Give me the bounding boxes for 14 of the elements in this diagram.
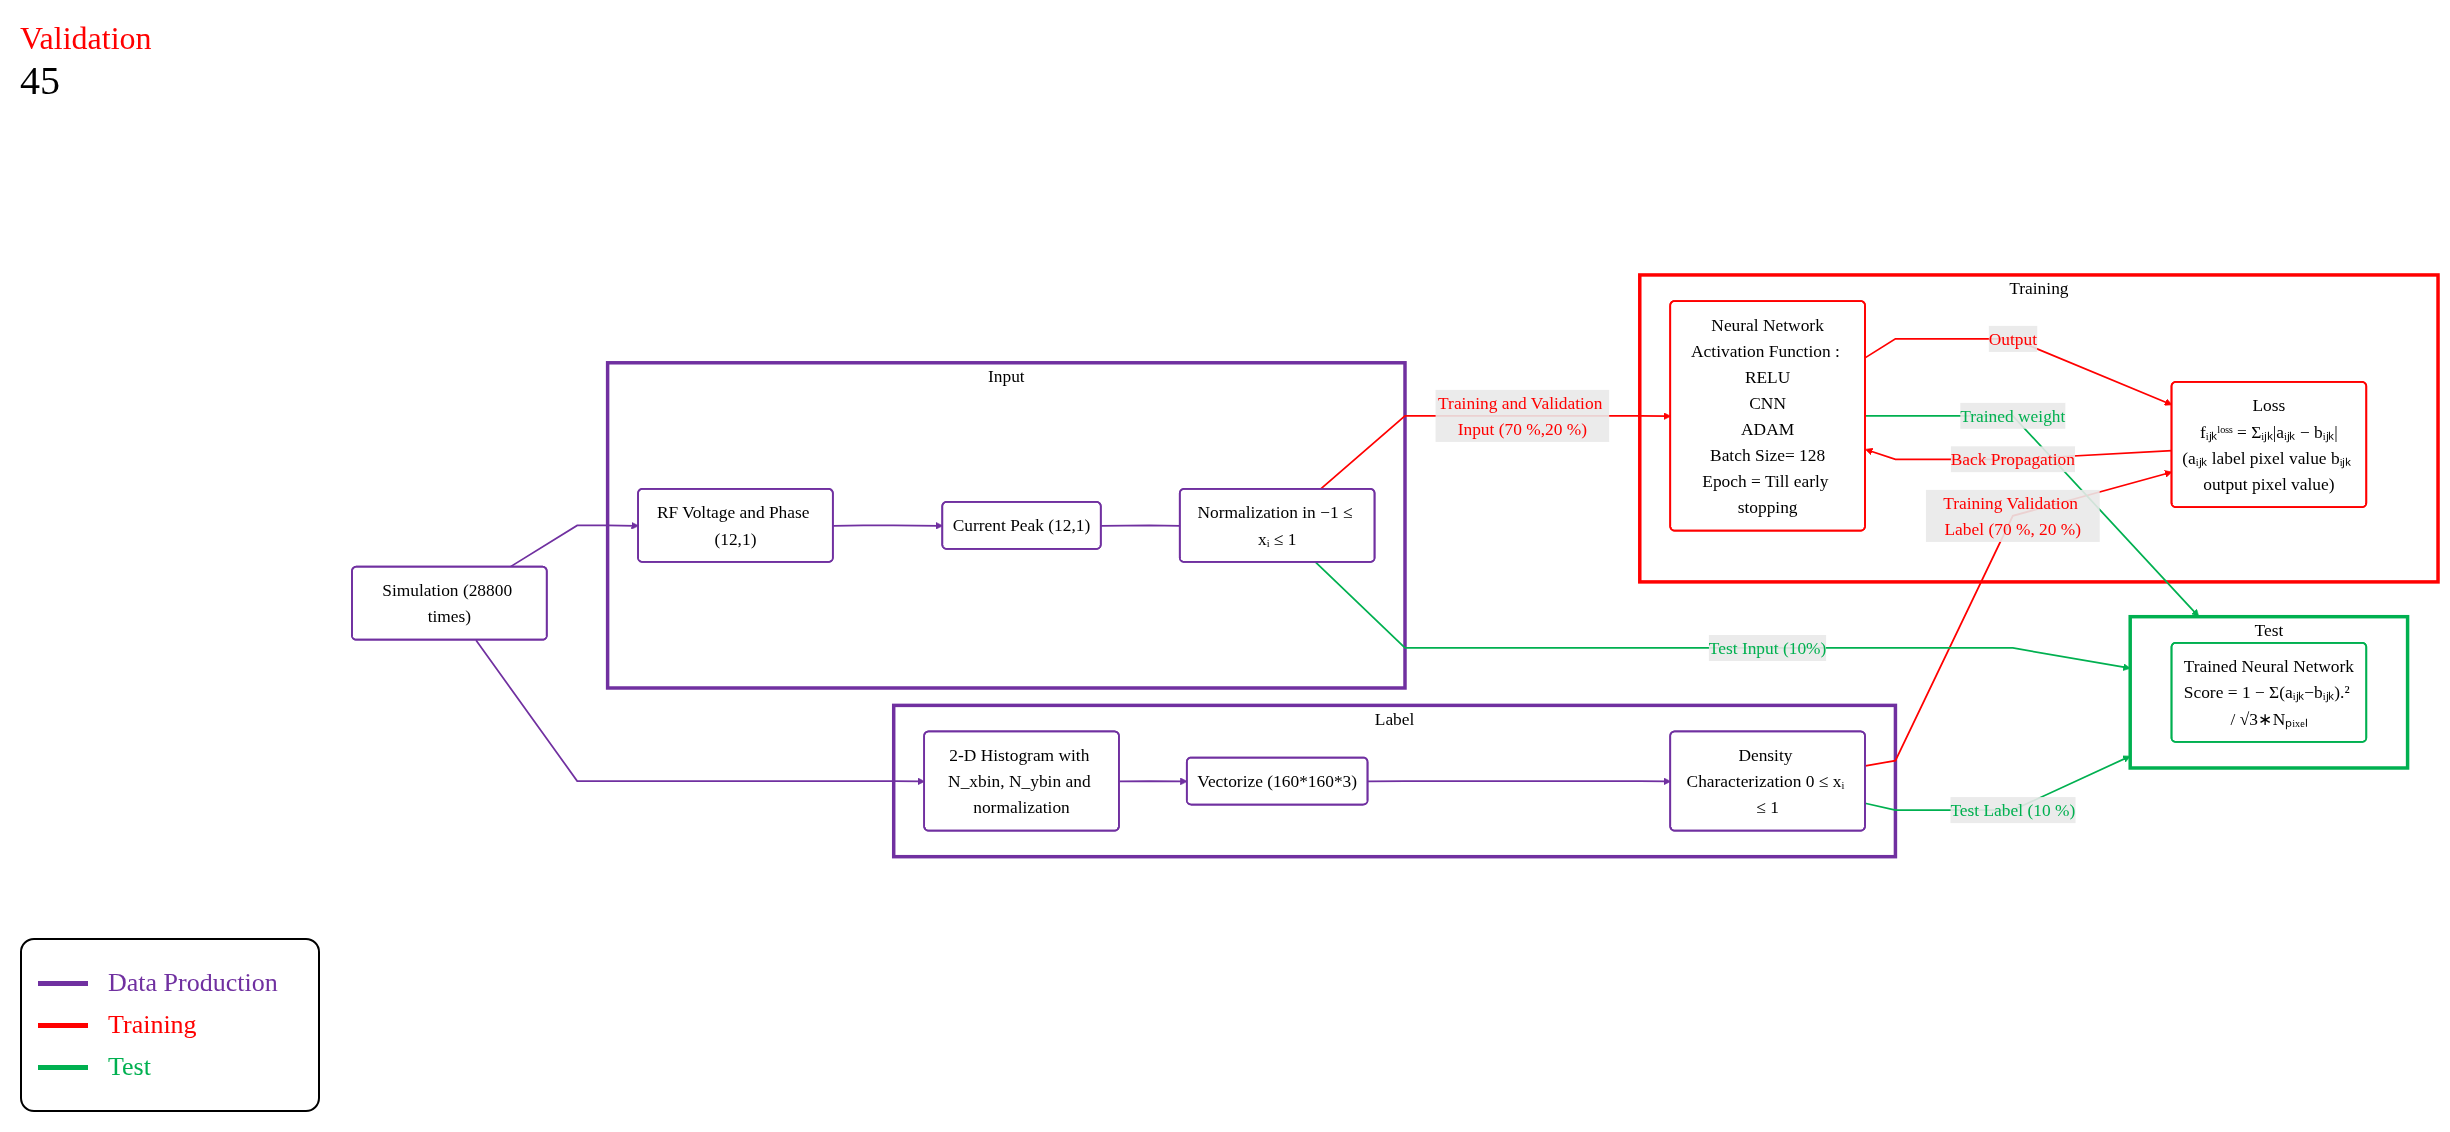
legend-text: Test — [108, 1052, 151, 1082]
page-number: 45 — [20, 57, 61, 104]
edge-label: Trained weight — [1960, 406, 2066, 426]
arrow — [1367, 777, 1671, 786]
legend-text: Data Production — [108, 968, 278, 998]
arrow — [475, 639, 925, 786]
edge-label: Test Input (10%) — [1708, 638, 1827, 658]
edge-label: Test Label (10 %) — [1950, 800, 2076, 820]
legend-text: Training — [108, 1010, 197, 1040]
edge-label: Training and Validation Input (70 %,20 %) — [1438, 393, 1603, 439]
edge-label: Output — [1988, 329, 2037, 349]
edge-label: Back Propagation — [1950, 449, 2075, 470]
note-label: Validation — [20, 20, 153, 57]
edge-label: Training Validation Label (70 %, 20 %) — [1943, 493, 2082, 539]
